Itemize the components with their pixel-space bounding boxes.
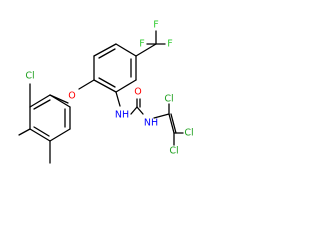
bond — [136, 106, 144, 115]
bond-lines — [18, 30, 184, 164]
bond — [93, 43, 117, 57]
chlorine-label: Cl — [164, 94, 173, 105]
chlorine-label: Cl — [169, 146, 178, 157]
bond — [98, 48, 116, 59]
bond — [33, 126, 50, 137]
oxygen-label: O — [68, 91, 75, 102]
bond — [153, 113, 170, 119]
fluorine-label: F — [167, 39, 172, 50]
bond — [115, 79, 137, 93]
bond — [135, 43, 157, 57]
bond — [18, 128, 31, 136]
bond — [130, 106, 138, 115]
bond — [115, 43, 137, 57]
chlorine-label: Cl — [184, 128, 193, 139]
bond — [170, 113, 177, 134]
bond — [49, 94, 71, 108]
bond — [115, 91, 121, 107]
fluorine-label: F — [153, 20, 158, 31]
bond — [78, 79, 95, 90]
chlorine-label: Cl — [25, 71, 34, 82]
bond — [98, 77, 116, 88]
atom-labels: F F F Cl O NH O NH Cl Cl Cl — [25, 20, 193, 157]
bond — [33, 99, 51, 110]
fluorine-label: F — [139, 39, 144, 50]
nitrogen-label: NH — [144, 118, 158, 129]
bond — [93, 79, 117, 93]
bond — [168, 113, 175, 134]
bond — [49, 128, 71, 142]
oxygen-label: O — [134, 87, 141, 98]
bond — [29, 94, 51, 108]
nitrogen-label: NH — [115, 110, 129, 121]
bond — [29, 128, 51, 142]
chemical-structure: F F F Cl O NH O NH Cl Cl Cl — [18, 19, 194, 164]
